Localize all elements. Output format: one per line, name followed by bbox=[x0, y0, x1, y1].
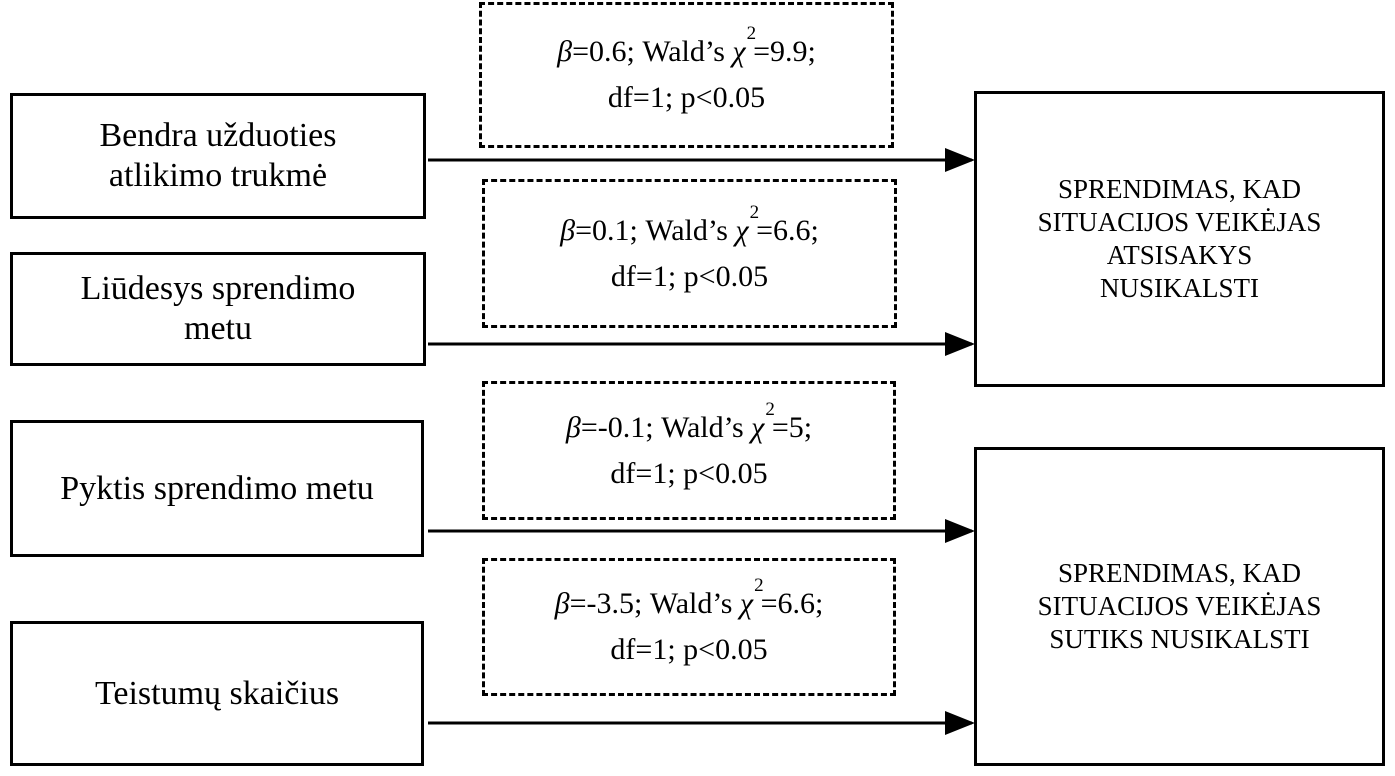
predictor-label-line: metu bbox=[184, 310, 252, 347]
outcome-label-line: SPRENDIMAS, KAD bbox=[1057, 174, 1302, 204]
stat-df-p: df=1; p<0.05 bbox=[610, 456, 768, 490]
stat-coefficients: β=-0.1; Wald’s χ2=5; bbox=[565, 399, 813, 453]
chi-value: =9.9; bbox=[753, 35, 816, 68]
chi-superscript: 2 bbox=[754, 575, 764, 596]
stat-coefficients: β=0.1; Wald’s χ2=6.6; bbox=[560, 202, 819, 256]
stat-coefficients: β=-3.5; Wald’s χ2=6.6; bbox=[554, 575, 824, 629]
beta-value: =0.6; Wald’s bbox=[572, 35, 733, 68]
chi-value: =6.6; bbox=[760, 587, 824, 620]
beta-symbol: β bbox=[560, 213, 576, 247]
predictor-label-line: Bendra užduoties bbox=[99, 117, 337, 154]
stat-box-2: β=0.1; Wald’s χ2=6.6; df=1; p<0.05 bbox=[482, 179, 897, 328]
chi-superscript: 2 bbox=[749, 201, 760, 223]
outcome-label-line: NUSIKALSTI bbox=[1100, 273, 1259, 303]
stat-coefficients: β=0.6; Wald’s χ2=9.9; bbox=[557, 23, 816, 77]
chi-symbol: χ bbox=[732, 35, 746, 68]
stat-df-p: df=1; p<0.05 bbox=[607, 81, 766, 114]
predictor-box-convictions: Teistumų skaičius bbox=[10, 621, 424, 766]
predictor-label-line: atlikimo trukmė bbox=[108, 157, 328, 194]
beta-symbol: β bbox=[565, 410, 581, 444]
predictor-label-line: Liūdesys sprendimo bbox=[80, 270, 356, 307]
stat-box-1: β=0.6; Wald’s χ2=9.9; df=1; p<0.05 bbox=[479, 2, 894, 148]
beta-symbol: β bbox=[554, 587, 570, 620]
chi-value: =5; bbox=[771, 410, 813, 444]
outcome-label-line: SPRENDIMAS, KAD bbox=[1057, 558, 1302, 588]
stat-df-p: df=1; p<0.05 bbox=[610, 259, 769, 293]
chi-value: =6.6; bbox=[756, 213, 819, 247]
chi-symbol: χ bbox=[739, 587, 754, 620]
predictor-box-anger: Pyktis sprendimo metu bbox=[10, 420, 424, 557]
predictor-label-line: Pyktis sprendimo metu bbox=[60, 469, 374, 507]
outcome-label-line: SITUACIJOS VEIKĖJAS bbox=[1037, 591, 1322, 621]
chi-superscript: 2 bbox=[765, 398, 775, 420]
stat-box-3: β=-0.1; Wald’s χ2=5; df=1; p<0.05 bbox=[482, 381, 896, 520]
predictor-box-sadness: Liūdesys sprendimo metu bbox=[10, 252, 426, 366]
stat-box-4: β=-3.5; Wald’s χ2=6.6; df=1; p<0.05 bbox=[482, 558, 896, 696]
beta-value: =-0.1; Wald’s bbox=[580, 410, 752, 444]
outcome-box-agree-crime: SPRENDIMAS, KAD SITUACIJOS VEIKĖJAS SUTI… bbox=[974, 447, 1385, 766]
beta-value: =-3.5; Wald’s bbox=[569, 587, 740, 620]
chi-superscript: 2 bbox=[746, 23, 757, 44]
predictor-label-line: Teistumų skaičius bbox=[94, 674, 340, 712]
beta-symbol: β bbox=[557, 35, 573, 68]
outcome-label-line: ATSISAKYS bbox=[1106, 240, 1253, 270]
stat-df-p: df=1; p<0.05 bbox=[610, 633, 768, 666]
outcome-label-line: SITUACIJOS VEIKĖJAS bbox=[1037, 207, 1322, 237]
chi-symbol: χ bbox=[735, 213, 749, 247]
predictor-box-task-duration: Bendra užduoties atlikimo trukmė bbox=[10, 93, 426, 219]
beta-value: =0.1; Wald’s bbox=[575, 213, 736, 247]
chi-symbol: χ bbox=[751, 410, 765, 444]
outcome-box-refuse-crime: SPRENDIMAS, KAD SITUACIJOS VEIKĖJAS ATSI… bbox=[974, 91, 1385, 387]
outcome-label-line: SUTIKS NUSIKALSTI bbox=[1049, 624, 1310, 654]
